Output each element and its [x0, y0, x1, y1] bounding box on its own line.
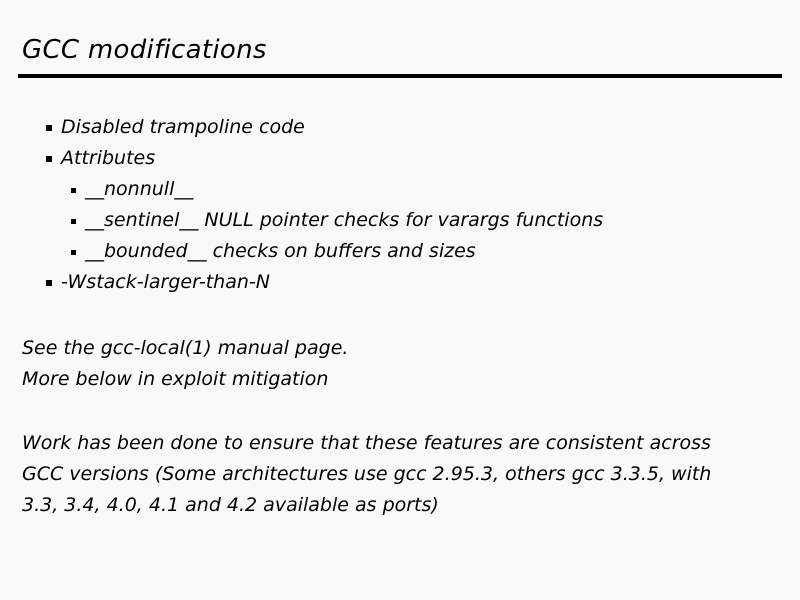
paragraph-more-below: More below in exploit mitigation: [22, 364, 762, 395]
paragraph-line: 3.3, 3.4, 4.0, 4.1 and 4.2 available as …: [22, 494, 439, 516]
square-bullet-icon: [46, 156, 52, 162]
list-item-label: __bounded__ checks on buffers and sizes: [85, 240, 476, 262]
list-item: -Wstack-larger-than-N: [0, 267, 800, 298]
list-item-label: -Wstack-larger-than-N: [61, 271, 270, 293]
list-item: Attributes: [0, 143, 800, 174]
list-item-label: __nonnull__: [85, 178, 194, 200]
paragraph-manual-page: See the gcc-local(1) manual page.: [22, 333, 762, 364]
square-bullet-icon: [46, 125, 52, 131]
list-item: __bounded__ checks on buffers and sizes: [0, 236, 800, 267]
paragraph-line: More below in exploit mitigation: [22, 368, 329, 390]
list-item: __sentinel__ NULL pointer checks for var…: [0, 205, 800, 236]
list-item-label: Disabled trampoline code: [61, 116, 305, 138]
square-bullet-small-icon: [71, 250, 76, 255]
paragraph-line: Work has been done to ensure that these …: [22, 432, 711, 454]
paragraph-line: GCC versions (Some architectures use gcc…: [22, 463, 712, 485]
square-bullet-small-icon: [71, 219, 76, 224]
paragraph-line: See the gcc-local(1) manual page.: [22, 337, 349, 359]
square-bullet-small-icon: [71, 188, 76, 193]
page-title: GCC modifications: [22, 35, 267, 65]
list-item-label: Attributes: [61, 147, 156, 169]
title-underline-rule: [18, 74, 782, 78]
list-item: __nonnull__: [0, 174, 800, 205]
list-item-label: __sentinel__ NULL pointer checks for var…: [85, 209, 604, 231]
paragraph-gcc-versions: Work has been done to ensure that these …: [22, 428, 774, 521]
bullet-list: Disabled trampoline code Attributes __no…: [0, 112, 800, 298]
list-item: Disabled trampoline code: [0, 112, 800, 143]
square-bullet-icon: [46, 280, 52, 286]
